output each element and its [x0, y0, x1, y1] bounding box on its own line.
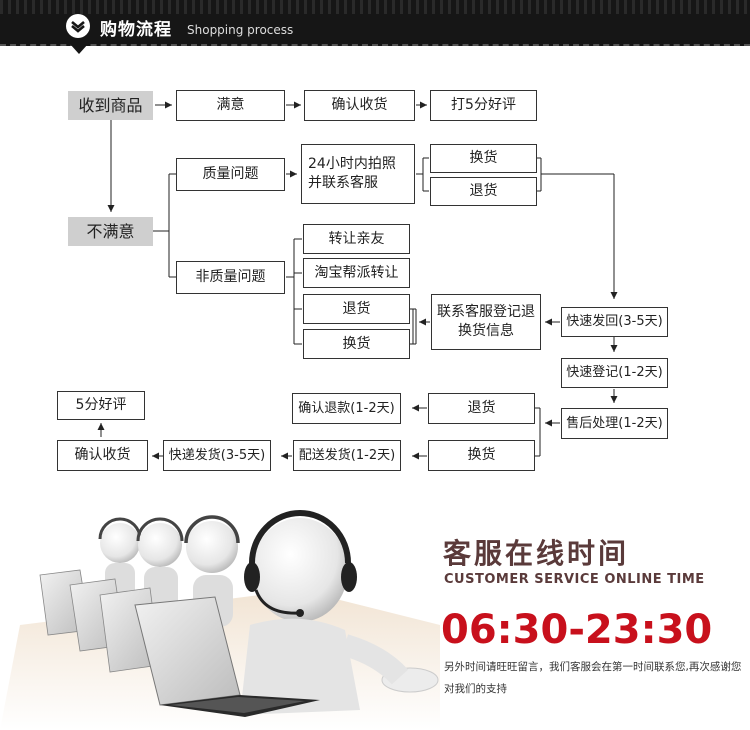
confirm-receipt-box: 确认收货 [304, 90, 415, 121]
customer-service-hours: 06:30-23:30 [441, 607, 712, 653]
after-sales-box: 售后处理(1-2天) [561, 408, 668, 439]
quality-issue-box: 质量问题 [176, 158, 285, 191]
delivery-box: 配送发货(1-2天) [293, 440, 401, 471]
not-satisfied-box: 不满意 [68, 217, 153, 246]
express-box: 快递发货(3-5天) [163, 440, 271, 471]
satisfied-box: 满意 [176, 90, 285, 121]
customer-service-subtitle: CUSTOMER SERVICE ONLINE TIME [444, 572, 705, 587]
customer-service-note: 另外时间请旺旺留言，我们客服会在第一时间联系您,再次感谢您对我们的支持 [444, 656, 744, 700]
transfer-friend-box: 转让亲友 [303, 224, 410, 254]
exchange-box-1: 换货 [430, 144, 537, 173]
quick-register-box: 快速登记(1-2天) [561, 358, 668, 388]
return-box-2: 退货 [303, 294, 410, 324]
photo-contact-box: 24小时内拍照并联系客服 [301, 144, 415, 204]
exchange-box-3: 换货 [428, 440, 535, 471]
five-star-review-box-2: 5分好评 [57, 391, 145, 420]
confirm-receipt-box-2: 确认收货 [57, 440, 148, 471]
received-goods-box: 收到商品 [68, 91, 153, 120]
customer-service-title: 客服在线时间 [443, 532, 629, 572]
ship-back-box: 快速发回(3-5天) [561, 307, 668, 337]
customer-service-illustration [0, 495, 440, 730]
return-box-1: 退货 [430, 177, 537, 206]
five-star-review-box: 打5分好评 [430, 90, 537, 121]
contact-register-box: 联系客服登记退换货信息 [431, 294, 541, 350]
exchange-box-2: 换货 [303, 329, 410, 359]
return-box-3: 退货 [428, 393, 535, 424]
taobao-transfer-box: 淘宝帮派转让 [303, 258, 410, 288]
non-quality-issue-box: 非质量问题 [176, 261, 285, 294]
confirm-refund-box: 确认退款(1-2天) [292, 393, 401, 424]
